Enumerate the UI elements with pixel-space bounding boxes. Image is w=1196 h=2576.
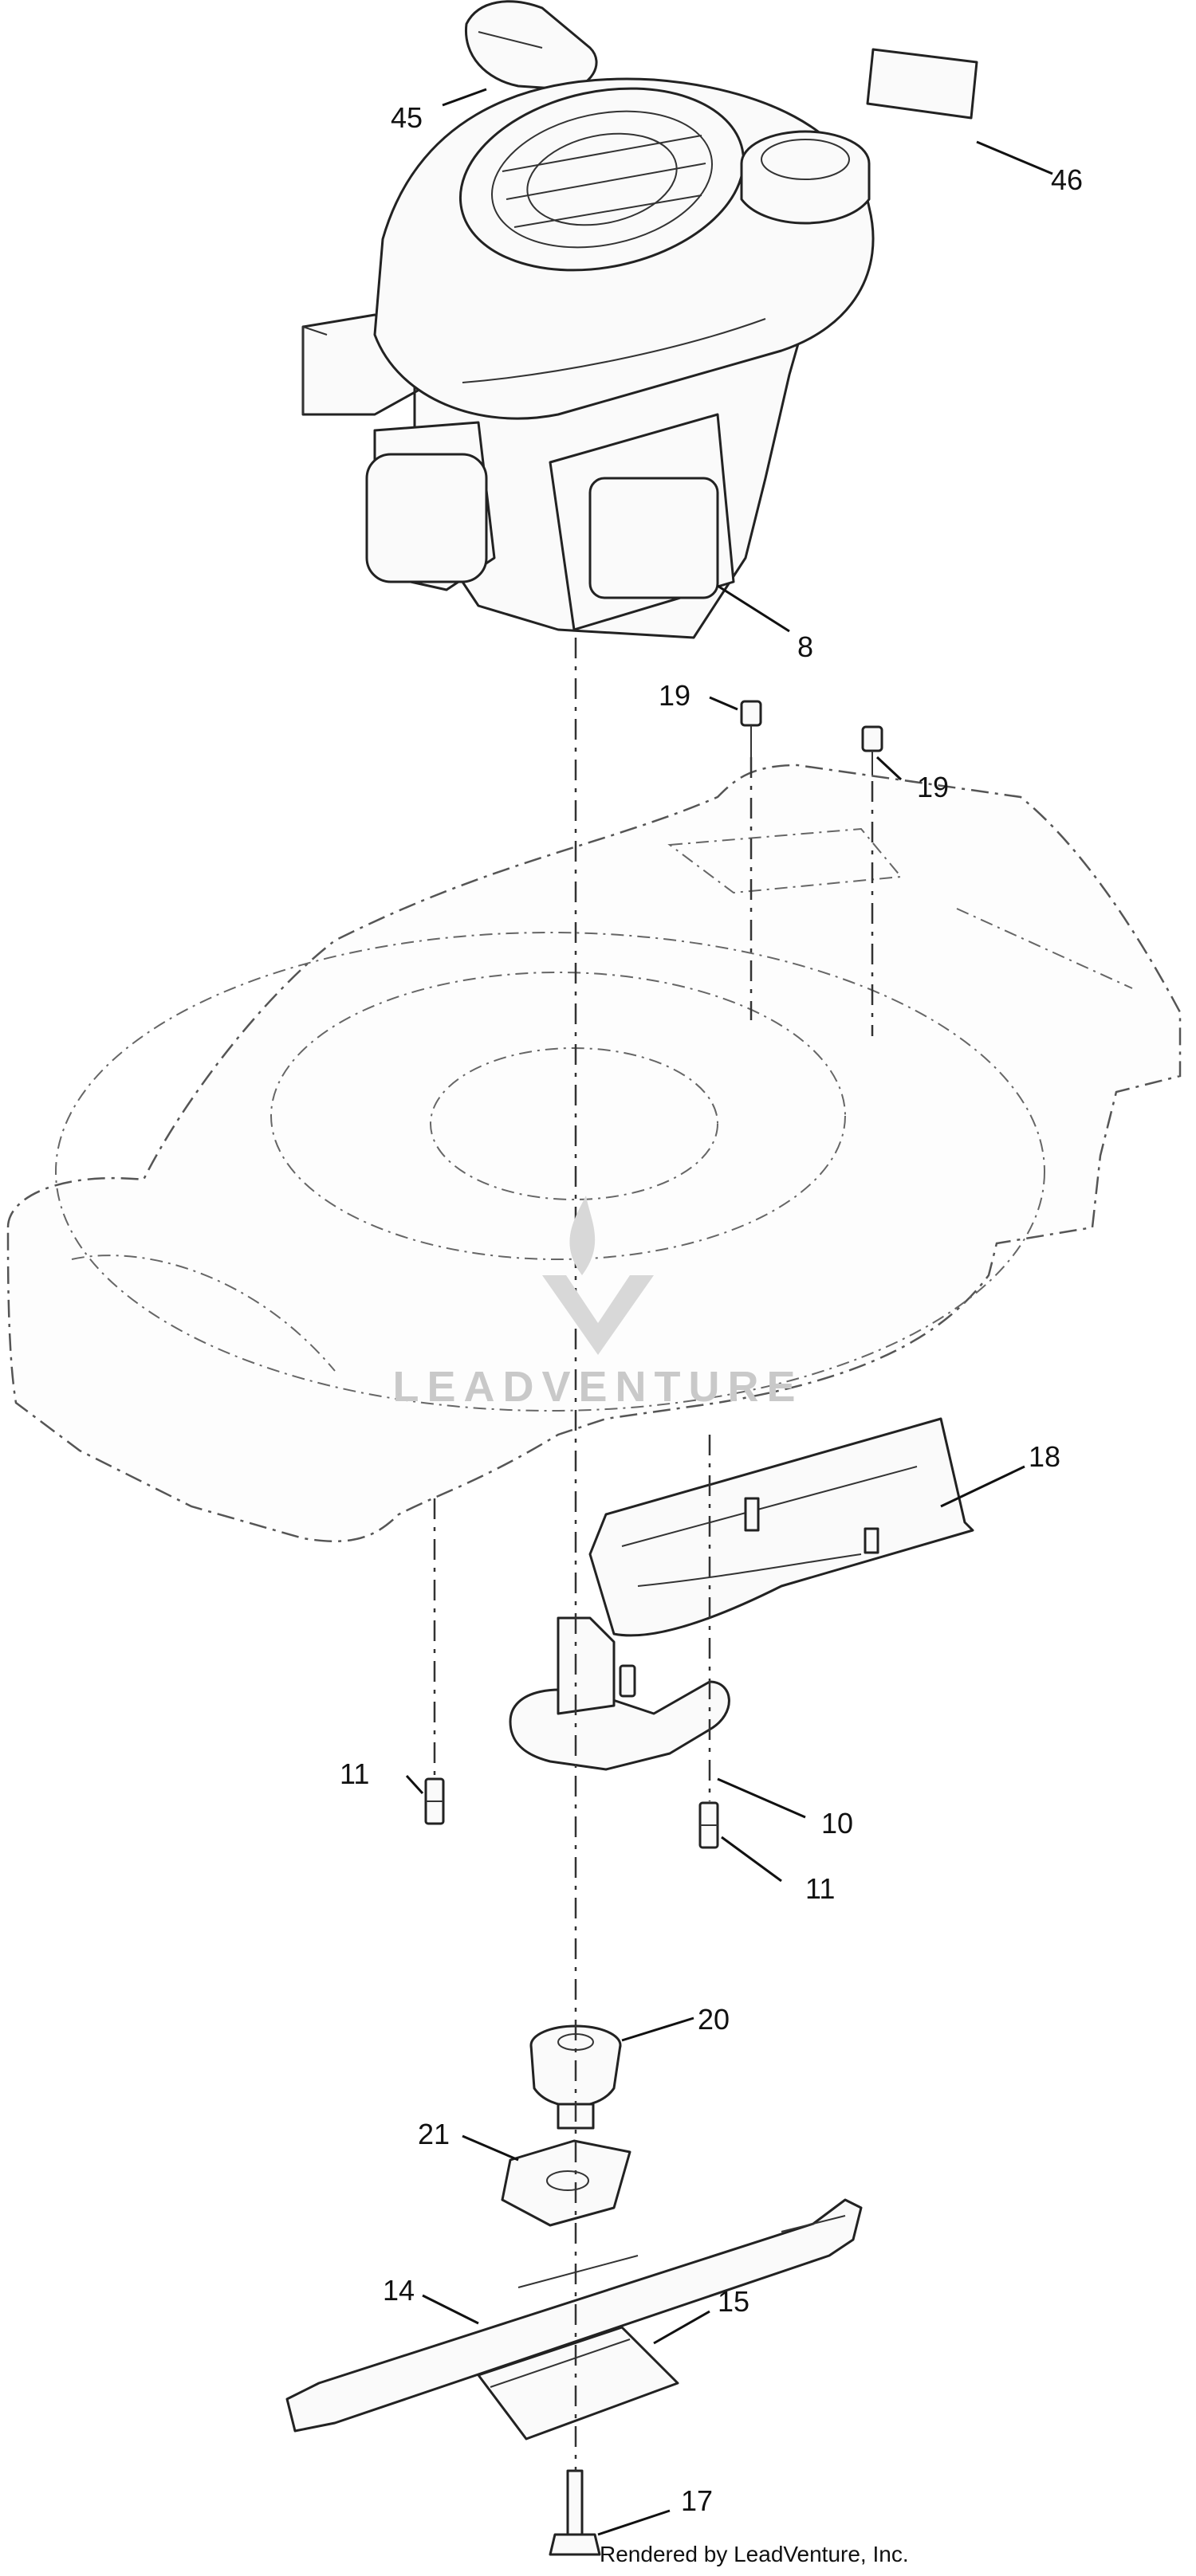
part-8-engine xyxy=(301,77,875,639)
part-45-decal xyxy=(464,0,598,91)
part-10-bracket xyxy=(509,1616,730,1771)
callout-10: 10 xyxy=(821,1807,853,1840)
callout-17: 17 xyxy=(681,2484,713,2517)
callout-11-right: 11 xyxy=(805,1872,835,1905)
callout-18: 18 xyxy=(1029,1440,1060,1473)
callout-11-left: 11 xyxy=(340,1757,369,1790)
part-11-bolt-left xyxy=(424,1777,445,1825)
callout-19-right: 19 xyxy=(917,771,949,803)
callout-19-left: 19 xyxy=(659,679,690,712)
callout-46: 46 xyxy=(1051,163,1083,196)
part-17-bolt xyxy=(549,2469,601,2556)
part-11-bolt-right xyxy=(698,1801,719,1849)
mower-deck xyxy=(6,764,1182,1542)
leadventure-watermark: LEADVENTURE xyxy=(392,1196,803,1411)
part-46-label xyxy=(866,48,978,120)
credit-text: Rendered by LeadVenture, Inc. xyxy=(600,2542,909,2566)
callout-45: 45 xyxy=(391,101,423,134)
watermark-text: LEADVENTURE xyxy=(392,1363,803,1411)
callout-8: 8 xyxy=(797,630,813,663)
part-19-bolt-right xyxy=(861,725,883,781)
part-14-blade xyxy=(285,2198,863,2433)
callouts: 45 46 8 19 19 18 11 10 11 20 21 14 15 17 xyxy=(340,101,1083,2517)
part-19-bolt-left xyxy=(740,700,762,757)
part-15-stiffener xyxy=(477,2326,679,2441)
callout-21: 21 xyxy=(418,2118,450,2150)
callout-14: 14 xyxy=(383,2274,415,2307)
part-21-plate xyxy=(501,2139,631,2227)
part-18-baffle xyxy=(588,1417,974,1637)
callout-15: 15 xyxy=(718,2285,749,2318)
leader-lines xyxy=(405,88,1053,2536)
alignment-lines xyxy=(433,638,874,2471)
callout-20: 20 xyxy=(698,2003,730,2036)
